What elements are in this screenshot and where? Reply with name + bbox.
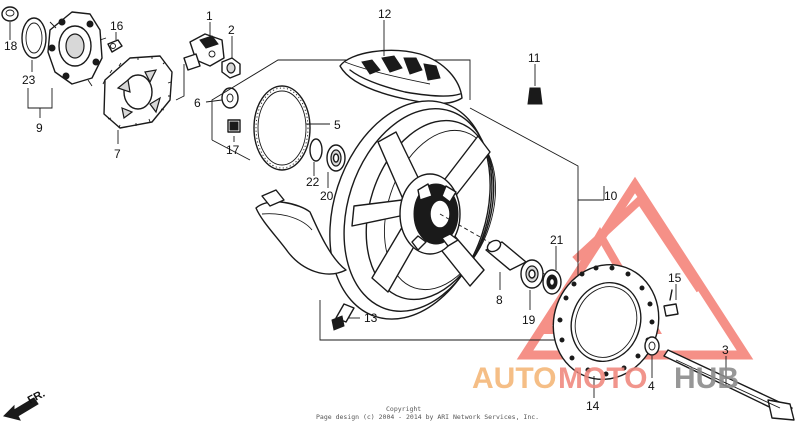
part-16-bolt (107, 39, 123, 53)
front-direction-arrow: FR. (3, 388, 47, 421)
part-8-collar (485, 239, 527, 271)
callout-18: 18 (4, 39, 18, 53)
callout-19: 19 (522, 313, 536, 327)
callout-15: 15 (668, 271, 682, 285)
watermark-moto: MOTO (558, 362, 647, 395)
callout-1: 1 (206, 9, 213, 23)
part-3-axle (663, 349, 795, 421)
hugger-fender (255, 189, 347, 275)
callout-2: 2 (228, 23, 235, 37)
part-6-washer (221, 87, 239, 109)
callout-21: 21 (550, 233, 564, 247)
part-4-collar (644, 336, 660, 356)
callout-labels: 18 23 9 16 7 1 2 6 17 12 5 22 20 11 10 2… (4, 7, 729, 413)
part-9-driven-flange (47, 11, 107, 87)
watermark-peak (572, 193, 704, 293)
part-13-bolt (331, 303, 355, 331)
callout-4: 4 (648, 379, 655, 393)
part-5-pulser-ring (253, 85, 311, 171)
callout-22: 22 (306, 175, 320, 189)
watermark-text: AUTO MOTO HUB (472, 362, 739, 395)
part-21-dust-seal (542, 269, 562, 295)
part-18-cap (1, 6, 19, 22)
copyright-line-2: Page design (c) 2004 - 2014 by ARI Netwo… (316, 413, 539, 421)
front-direction-label: FR. (26, 388, 47, 407)
callout-14: 14 (586, 399, 600, 413)
part-10-leader (578, 186, 605, 201)
part-11-valve (527, 64, 543, 105)
part-1-bracket (183, 33, 225, 71)
part-19-bearing (520, 259, 544, 289)
part-14-brake-disc (552, 263, 660, 381)
callout-5: 5 (334, 118, 341, 132)
part-10-wheel-rim (329, 100, 549, 320)
callout-20: 20 (320, 189, 334, 203)
callout-3: 3 (722, 343, 729, 357)
part-15-bolt (663, 289, 679, 317)
callout-11: 11 (528, 51, 541, 65)
callout-12: 12 (378, 7, 392, 21)
part-20-bearing (326, 144, 346, 172)
callout-13: 13 (364, 311, 378, 325)
callout-7: 7 (114, 147, 121, 161)
part-7-sprocket (102, 55, 173, 129)
copyright-notice: Copyright Page design (c) 2004 - 2014 by… (316, 405, 539, 421)
part-12-tire (339, 49, 463, 105)
part-2-nut (221, 57, 241, 79)
callout-17: 17 (226, 143, 240, 157)
callout-23: 23 (22, 73, 36, 87)
part-22-ring (309, 138, 323, 162)
callout-10: 10 (604, 189, 618, 203)
watermark-hub: HUB (674, 362, 739, 395)
leader-lines (9, 20, 727, 398)
part-17-bolt (227, 119, 241, 133)
part-23-o-ring (21, 17, 47, 59)
callout-6: 6 (194, 96, 201, 110)
copyright-line-1: Copyright (386, 405, 421, 413)
callout-9: 9 (36, 121, 43, 135)
callout-16: 16 (110, 19, 124, 33)
callout-8: 8 (496, 293, 503, 307)
watermark-auto: AUTO (472, 362, 556, 395)
